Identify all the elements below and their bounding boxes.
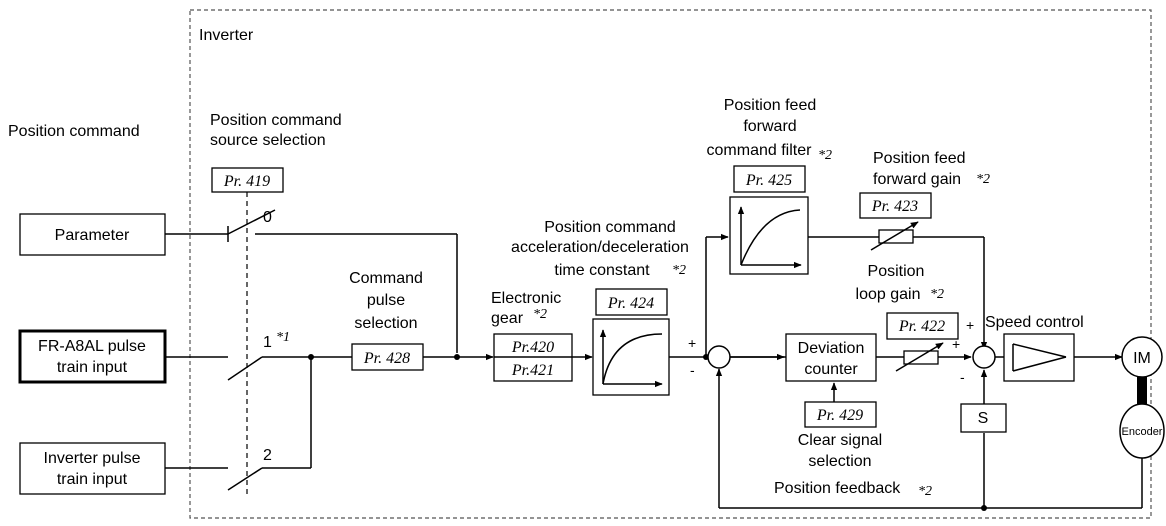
loop-gain-title-line1: Position (868, 263, 925, 280)
svg-text:Pr.420: Pr.420 (511, 339, 554, 356)
s-feedback-block: S (960, 403, 1007, 433)
speed-control-label: Speed control (985, 314, 1084, 331)
svg-text:Pr. 422: Pr. 422 (898, 318, 945, 335)
electronic-gear-note: *2 (533, 307, 547, 322)
switch-blade-2 (227, 467, 263, 491)
svg-text:Parameter: Parameter (55, 227, 130, 244)
position-feedback-note: *2 (918, 484, 932, 499)
svg-text:Deviation: Deviation (798, 340, 865, 357)
pr423-param-box: Pr. 423 (859, 192, 932, 219)
accel-decel-title-line1: Position command (544, 219, 676, 236)
ff-filter-title-line2: forward (743, 118, 796, 135)
command-pulse-title-line1: Command (349, 270, 423, 287)
selection-title-line2: source selection (210, 132, 326, 149)
parameter-input-box: Parameter (19, 213, 166, 256)
command-pulse-title-line3: selection (354, 315, 417, 332)
switch-blade-0 (227, 209, 276, 235)
switch-pos-0: 0 (263, 209, 272, 226)
pr425-param-box: Pr. 425 (733, 165, 806, 193)
accel-decel-title-line2: acceleration/deceleration (511, 239, 689, 256)
command-pulse-title-line2: pulse (367, 292, 405, 309)
switch-blade-1 (227, 356, 263, 381)
ff-gain-variable-resistor (870, 221, 919, 251)
clear-signal-title-line1: Clear signal (798, 432, 882, 449)
sum1-minus: - (690, 362, 695, 378)
ff-gain-note: *2 (976, 172, 990, 187)
accel-decel-curve-block (592, 318, 670, 396)
svg-text:Pr. 423: Pr. 423 (871, 198, 918, 215)
svg-text:Pr. 429: Pr. 429 (816, 407, 863, 424)
position-command-label: Position command (8, 123, 140, 140)
switch-pos-2: 2 (263, 447, 272, 464)
sum2-minus: - (960, 369, 965, 385)
svg-text:train input: train input (57, 471, 128, 488)
electronic-gear-title-line2: gear (491, 310, 524, 327)
svg-text:Inverter pulse: Inverter pulse (44, 450, 141, 467)
fr-a8al-input-box: FR-A8AL pulse train input (18, 329, 167, 384)
switch-pos-1-note: *1 (276, 330, 290, 345)
ff-filter-title-line1: Position feed (724, 97, 817, 114)
loop-gain-variable-resistor (895, 342, 944, 372)
ff-filter-curve-block (729, 196, 809, 275)
position-feedback-label: Position feedback (774, 480, 901, 497)
svg-text:S: S (978, 410, 989, 427)
sum2-plus-left: + (952, 336, 960, 352)
svg-text:Pr. 425: Pr. 425 (745, 172, 792, 189)
pr419-param-box: Pr. 419 (211, 167, 284, 193)
ff-filter-title-line3: command filter (707, 142, 813, 159)
clear-signal-title-line2: selection (808, 453, 871, 470)
accel-decel-title-line3: time constant (554, 262, 650, 279)
selection-title-line1: Position command (210, 112, 342, 129)
svg-text:Pr. 424: Pr. 424 (607, 295, 654, 312)
pr424-param-box: Pr. 424 (595, 288, 668, 316)
svg-text:Pr. 428: Pr. 428 (363, 350, 410, 367)
electronic-gear-title-line1: Electronic (491, 290, 561, 307)
pr428-param-box: Pr. 428 (351, 343, 424, 371)
sum2-plus-top: + (966, 317, 974, 333)
junction-dot (308, 354, 314, 360)
inverter-boundary (189, 9, 1152, 519)
accel-decel-note: *2 (672, 263, 686, 278)
electronic-gear-param-box: Pr.420 Pr.421 (493, 333, 573, 382)
summing-junction-1 (707, 345, 731, 369)
inverter-pulse-input-box: Inverter pulse train input (19, 442, 166, 495)
speed-control-block (1003, 333, 1075, 382)
pr429-param-box: Pr. 429 (804, 401, 877, 428)
motor-im: IM (1121, 336, 1163, 404)
ff-gain-title-line2: forward gain (873, 171, 961, 188)
svg-text:train input: train input (57, 359, 128, 376)
svg-text:Pr. 419: Pr. 419 (223, 173, 270, 190)
sum1-plus: + (688, 335, 696, 351)
junction-dot (454, 354, 460, 360)
loop-gain-title-line2: loop gain (856, 286, 921, 303)
svg-text:Pr.421: Pr.421 (511, 362, 554, 379)
inverter-label: Inverter (199, 27, 254, 44)
svg-text:Encoder: Encoder (1122, 426, 1163, 438)
ff-gain-title-line1: Position feed (873, 150, 966, 167)
svg-text:counter: counter (804, 361, 858, 378)
summing-junction-2 (972, 345, 996, 369)
ff-filter-note: *2 (818, 148, 832, 163)
pr422-param-box: Pr. 422 (886, 312, 959, 340)
svg-text:IM: IM (1133, 350, 1151, 367)
svg-text:FR-A8AL pulse: FR-A8AL pulse (38, 338, 146, 355)
loop-gain-note: *2 (930, 287, 944, 302)
switch-pos-1: 1 (263, 334, 272, 351)
deviation-counter-box: Deviation counter (785, 333, 877, 382)
encoder: Encoder (1119, 403, 1165, 459)
